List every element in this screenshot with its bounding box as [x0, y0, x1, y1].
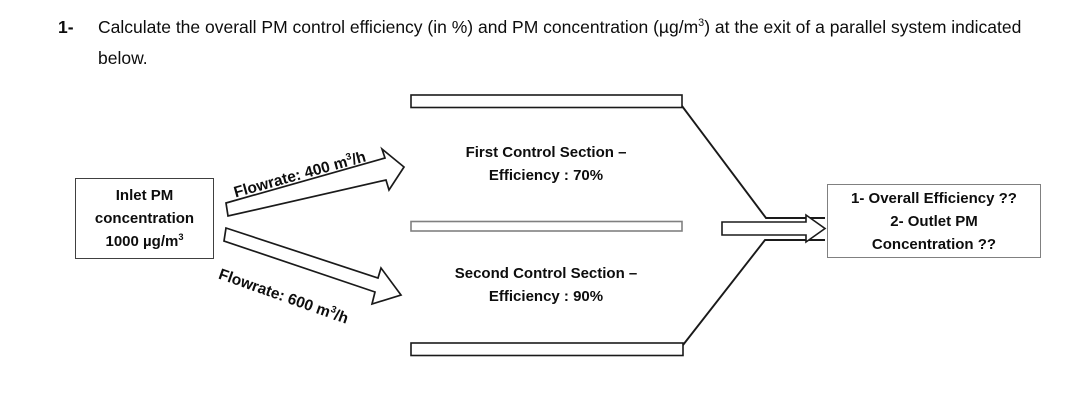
- first-section-duct-bottom-bar: [410, 220, 683, 232]
- outlet-line-2: 2- Outlet PM: [890, 212, 978, 230]
- question-body: Calculate the overall PM control efficie…: [98, 12, 1068, 74]
- flow-arrow-top-shape: [225, 146, 406, 218]
- question-line2: a parallel system indicated below.: [98, 17, 1022, 68]
- question-text: 1- Calculate the overall PM control effi…: [58, 12, 1068, 74]
- merge-line-from-first-section: [681, 105, 825, 219]
- question-line1-part1: Calculate the overall PM control efficie…: [98, 17, 699, 37]
- question-line1-superscript: 3: [698, 17, 705, 30]
- second-section-duct-top-bar: [410, 342, 684, 357]
- second-section-title: Second Control Section –: [454, 265, 638, 282]
- inlet-unit-superscript: 3: [178, 232, 184, 242]
- inlet-line-3: 1000 µg/m3: [105, 230, 183, 253]
- outlet-question-box: 1- Overall Efficiency ?? 2- Outlet PM Co…: [827, 184, 1041, 258]
- inlet-concentration-value: 1000 µg/m: [105, 233, 179, 250]
- outlet-flow-arrow-shape: [721, 213, 827, 244]
- inlet-line-1: Inlet PM: [115, 187, 174, 204]
- question-line1-part2: ) at the exit of: [704, 17, 811, 37]
- first-section-efficiency: Efficiency : 70%: [488, 167, 604, 184]
- flow-arrow-bottom-shape: [223, 226, 403, 306]
- first-section-title: First Control Section –: [465, 144, 627, 161]
- merge-line-from-second-section: [682, 239, 825, 346]
- first-control-section-caption: First Control Section – Efficiency : 70%: [405, 141, 687, 187]
- inlet-line-2: concentration: [94, 210, 195, 227]
- outlet-line-3: Concentration ??: [871, 235, 997, 253]
- second-control-section-caption: Second Control Section – Efficiency : 90…: [405, 262, 687, 308]
- inlet-pm-box: Inlet PM concentration 1000 µg/m3: [75, 178, 214, 259]
- outlet-line-1: 1- Overall Efficiency ??: [851, 189, 1017, 207]
- second-section-efficiency: Efficiency : 90%: [488, 288, 604, 305]
- first-section-duct-top-bar: [410, 94, 683, 109]
- question-number: 1-: [58, 17, 74, 37]
